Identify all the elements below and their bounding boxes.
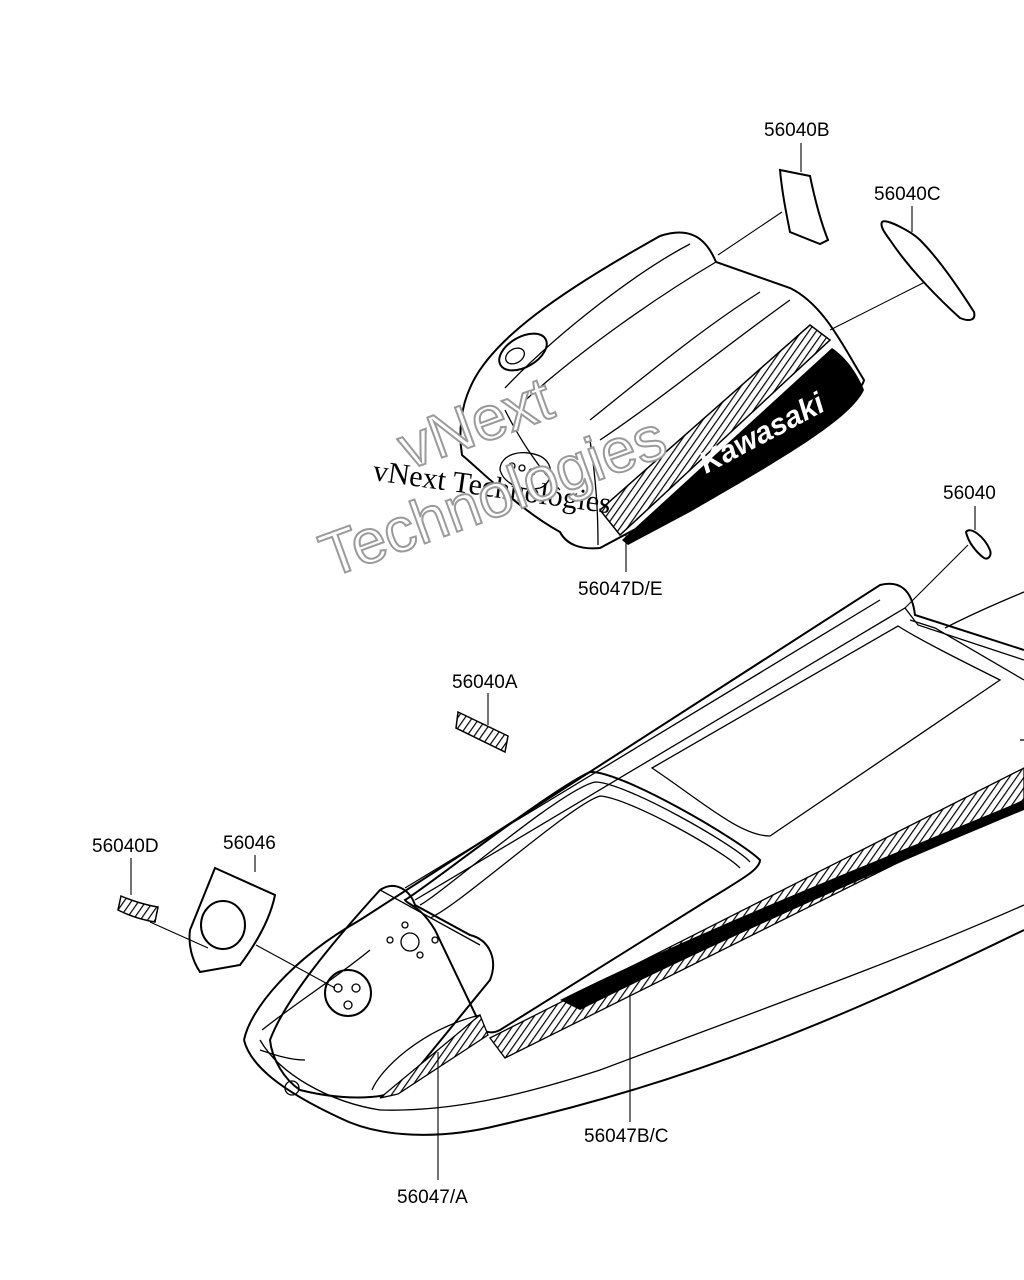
label-56040D: 56040D (92, 836, 159, 857)
decal-56040A (455, 710, 509, 754)
hull-cap (324, 969, 372, 1017)
decal-56040 (964, 529, 992, 560)
hood-grip (498, 332, 548, 372)
label-56040C: 56040C (874, 184, 941, 205)
label-56047A: 56047/A (397, 1187, 468, 1208)
decal-56040C (880, 220, 976, 321)
decal-56040B (778, 168, 830, 246)
hull-stripe-decal-front (379, 1013, 489, 1099)
label-56047BC: 56047B/C (584, 1126, 669, 1147)
label-56040: 56040 (943, 483, 996, 504)
watermark: vNext Technologies vNext Technologies (310, 363, 676, 592)
leader-lines (130, 143, 976, 1180)
decal-parts (117, 168, 992, 974)
label-56040A: 56040A (452, 672, 518, 693)
hood-black-decal (622, 348, 864, 545)
decal-56046 (188, 866, 277, 974)
decal-56040D (117, 894, 159, 923)
label-56040B: 56040B (764, 120, 830, 141)
hull (243, 582, 1024, 1136)
label-56047DE: 56047D/E (578, 579, 663, 600)
engine-hood: Kawasaki (459, 231, 866, 550)
part-labels: 56040B 56040C 56040 56047D/E 56040A 5604… (92, 120, 996, 1208)
hood-stripe-decal (598, 324, 832, 537)
label-56046: 56046 (223, 833, 276, 854)
